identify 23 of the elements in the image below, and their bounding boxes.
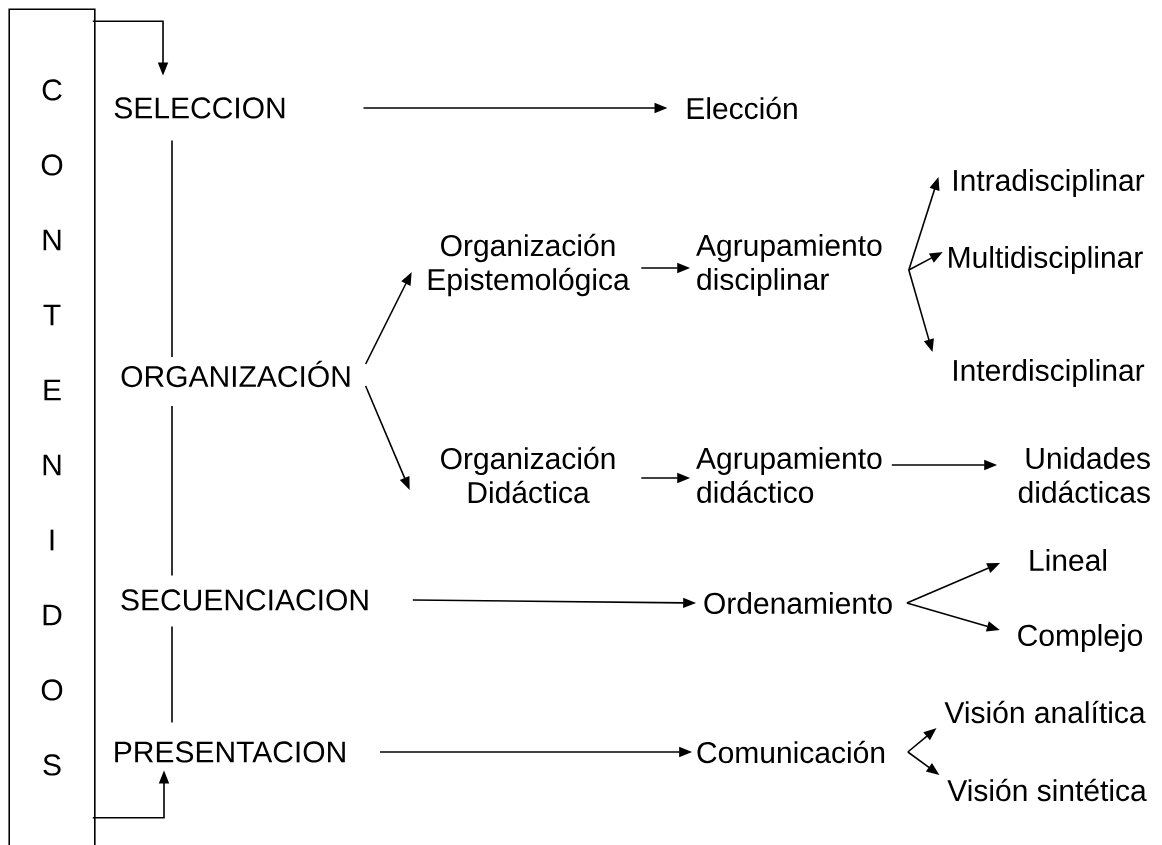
concept-label: Interdisciplinar [954,359,1145,387]
category-label: SECUENCIACION [121,589,368,611]
vertical-title-box: C O N T E N I D O S [8,8,96,845]
concept-label: Organización Epistemológica [428,233,630,297]
concept-label: Intradisciplinar [954,169,1145,197]
concept-label: Ordenamiento [704,592,892,614]
concept-label: Agrupamiento didáctico [696,447,882,503]
concept-label: Unidades didácticas [1018,447,1150,503]
concept-label: Multidisciplinar [949,246,1143,274]
concept-label: Complejo [1018,624,1143,652]
connector-line [171,139,173,358]
concept-label: Elección [687,96,797,120]
concept-label: Visión analítica [944,700,1146,724]
category-label: ORGANIZACIÓN [121,360,350,388]
connector-line [171,405,173,577]
concept-label: Visión sintética [947,778,1147,802]
category-label: SELECCION [114,97,285,119]
concept-label: Comunicación [697,740,885,764]
concept-label: Lineal [1030,549,1106,571]
connector-line [171,625,173,724]
concept-label: Agrupamiento disciplinar [696,234,882,296]
category-label: PRESENTACION [115,741,345,763]
concept-label: Organización Didáctica [441,446,615,504]
